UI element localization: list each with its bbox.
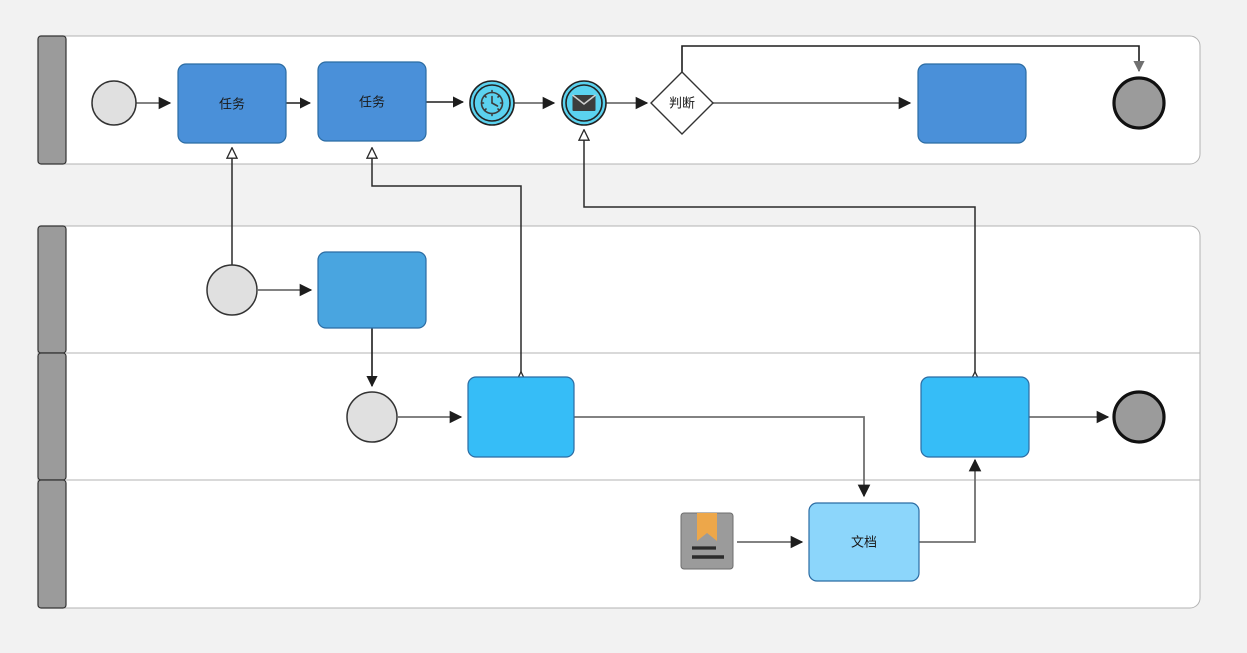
task-7[interactable]: 文档 [808, 502, 920, 582]
gateway-decision[interactable]: 判断 [650, 71, 714, 135]
lane-header-2[interactable] [37, 225, 67, 354]
task-3[interactable] [917, 63, 1027, 144]
message-flow-layer [232, 130, 975, 372]
sequence-flow-layer [136, 45, 1145, 549]
envelope-icon [572, 94, 596, 111]
msgflow-task6-message[interactable] [584, 130, 975, 372]
gateway-decision-label: 判断 [669, 96, 695, 111]
task-7-label: 文档 [851, 535, 877, 550]
msgflow-task2-to-task5[interactable] [372, 148, 521, 372]
clock-icon [480, 89, 504, 117]
document-artifact[interactable] [680, 512, 734, 570]
lane-header-1[interactable] [37, 35, 67, 165]
task-5[interactable] [467, 376, 575, 458]
task-1-label: 任务 [219, 97, 245, 112]
message-event[interactable] [561, 80, 607, 126]
end-event-lane1[interactable] [1112, 76, 1166, 130]
bookmark-ribbon-icon [697, 513, 717, 541]
flow-task7-to-task6[interactable] [919, 458, 982, 543]
task-2[interactable]: 任务 [317, 61, 427, 142]
task-4[interactable] [317, 251, 427, 329]
flow-task5-to-task7[interactable] [574, 416, 871, 498]
task-6[interactable] [920, 376, 1030, 458]
task-1[interactable]: 任务 [177, 63, 287, 144]
flow-gateway-loop-end[interactable] [681, 45, 1145, 73]
lane-header-4[interactable] [37, 479, 67, 609]
start-event-lane1[interactable] [91, 80, 137, 126]
task-2-label: 任务 [359, 95, 385, 110]
lane-header-3[interactable] [37, 352, 67, 481]
start-event-lane3[interactable] [346, 391, 398, 443]
start-event-lane2[interactable] [206, 264, 258, 316]
timer-event[interactable] [469, 80, 515, 126]
end-event-lane3[interactable] [1112, 390, 1166, 444]
